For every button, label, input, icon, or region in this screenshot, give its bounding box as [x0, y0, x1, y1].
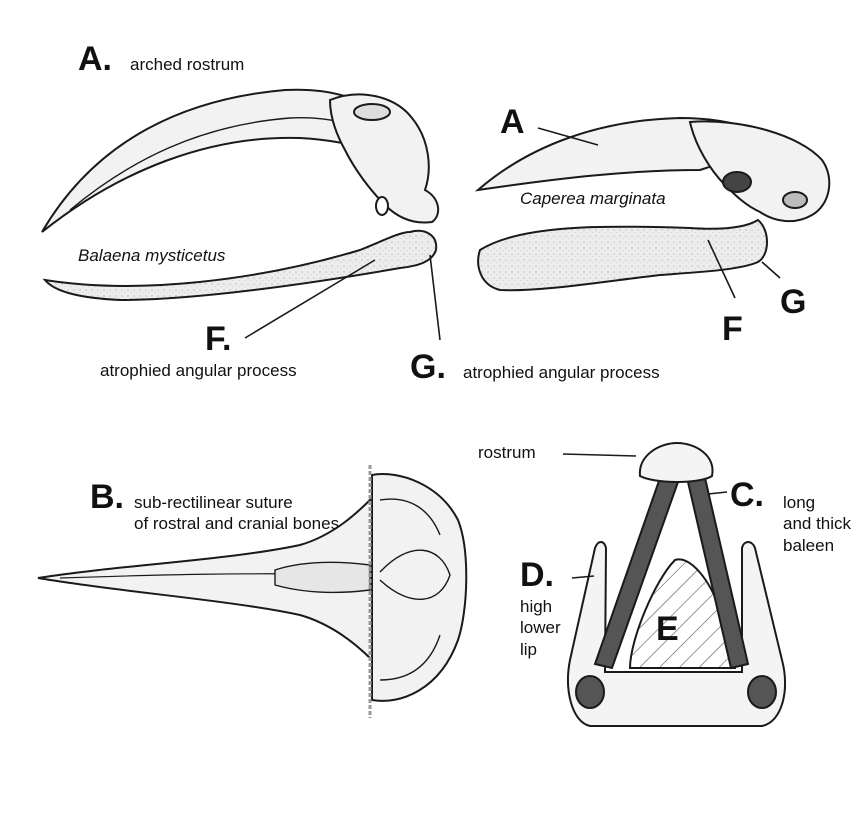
species-caperea: Caperea marginata	[520, 189, 666, 208]
label-b: B.	[90, 478, 124, 516]
lower-lip	[567, 541, 786, 727]
f-pointer-right	[707, 239, 736, 299]
rostrum-cap	[638, 441, 714, 483]
label-a-right: A	[500, 103, 525, 141]
caperea-condyle	[782, 191, 808, 209]
c-pointer	[707, 491, 728, 495]
caption-f-left: atrophied angular process	[100, 361, 297, 380]
caperea-cranium	[688, 120, 831, 223]
dorsal-cranium-arc-bottom	[379, 634, 441, 681]
a-pointer-right	[537, 127, 599, 146]
label-g-left: G.	[410, 348, 446, 386]
label-g-right: G	[780, 283, 807, 321]
balaena-cranium	[328, 93, 440, 224]
dorsal-cranium	[371, 473, 468, 702]
balaena-condyle	[375, 196, 389, 216]
caption-suture: sub-rectilinear suture of rostral and cr…	[134, 493, 340, 534]
jaw-schematic	[567, 441, 786, 727]
dorsal-cranium-ridge	[379, 549, 451, 601]
left-jaw-spot	[575, 675, 605, 709]
caption-g-left: atrophied angular process	[463, 363, 660, 382]
caption-baleen: long and thick baleen	[783, 493, 852, 555]
dorsal-skull	[37, 473, 468, 702]
balaena-orbit	[353, 103, 391, 121]
g-pointer-right	[761, 261, 781, 279]
label-c: C.	[730, 476, 764, 514]
caperea-mandible	[477, 218, 768, 292]
g-pointer-left	[429, 254, 441, 341]
dorsal-cranium-arc-top	[379, 498, 441, 536]
caperea-skull	[474, 116, 831, 292]
label-rostrum: rostrum	[478, 443, 536, 462]
label-e: E	[656, 610, 679, 648]
label-d: D.	[520, 556, 554, 594]
label-f-left: F.	[205, 320, 232, 358]
balaena-skull	[41, 88, 440, 302]
balaena-mandible	[42, 230, 438, 302]
rostrum-pointer	[562, 453, 637, 457]
label-a-left: A.	[78, 40, 112, 78]
species-balaena: Balaena mysticetus	[78, 246, 226, 265]
caption-lower-lip: high lower lip	[520, 597, 561, 659]
right-jaw-spot	[747, 675, 777, 709]
caperea-orbit	[722, 171, 752, 193]
dorsal-nasal	[274, 561, 371, 594]
label-f-right: F	[722, 310, 743, 348]
f-pointer-left	[244, 259, 376, 339]
caption-arched-rostrum: arched rostrum	[130, 55, 245, 74]
d-pointer	[571, 575, 595, 579]
